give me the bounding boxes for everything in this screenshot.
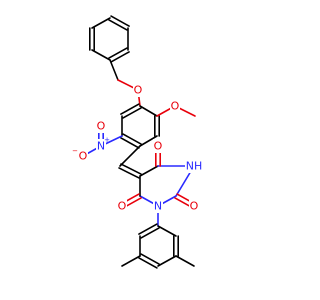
double-bond-vinyl-p5-b [120, 163, 142, 175]
double-bond-d1-d2-a [138, 223, 158, 235]
o-benzyloxy-label-bg [133, 83, 143, 97]
o-carbonyl-top-label-bg [153, 139, 163, 153]
o-nitro-top-label: O [97, 120, 106, 133]
o-carbonyl-left-label-bg [117, 199, 127, 213]
o-nitro-left-label-bg [78, 149, 88, 163]
o-benzyloxy-label: O [134, 84, 143, 97]
double-bond-d1-d2-b [140, 227, 160, 239]
double-bond-r4-r5-a [122, 133, 142, 145]
o-nitro-left-label: O [79, 150, 88, 163]
o-methoxy-label-bg [170, 99, 180, 113]
double-bond-vinyl-p5-a [118, 167, 140, 179]
double-bond-r4-r5-b [120, 137, 140, 149]
single-bond-r4-vinyl [119, 145, 141, 167]
o-nitro-top-label-bg [96, 119, 106, 133]
single-bond-d3-m3 [121, 255, 141, 267]
n-nitro-label-bg [96, 139, 106, 153]
double-bond-b1-b2-a [108, 19, 128, 31]
o-carbonyl-top-label: O [154, 140, 163, 153]
double-bond-b3-b4-a [108, 47, 128, 59]
o-methoxy-label: O [171, 100, 180, 113]
nh-ring-label: NH [186, 160, 203, 173]
o-carbonyl-right-label: O [190, 200, 199, 213]
double-bond-d3-d4-b [140, 253, 160, 265]
double-bond-r6-r1-b [120, 103, 140, 115]
single-bond-p5-p4 [139, 165, 159, 177]
single-bond-d4-d5 [157, 255, 177, 267]
double-bond-d3-d4-a [138, 257, 158, 269]
o-carbonyl-left-label: O [118, 200, 127, 213]
double-bond-r6-r1-a [122, 107, 142, 119]
single-bond-r1-r2 [139, 105, 158, 117]
nh-ring-label-bg [185, 159, 203, 173]
o-carbonyl-right-label-bg [189, 199, 199, 213]
double-bond-b3-b4-b [110, 51, 130, 63]
n-ring-label-bg [153, 199, 163, 213]
n-ring-label: N [154, 200, 162, 213]
single-bond-d6-d1 [157, 225, 177, 237]
n-nitro-label: N [97, 140, 105, 153]
single-bond-b4-ch2 [109, 59, 119, 81]
o-nitro-left-charge: − [72, 147, 78, 155]
single-bond-d5-m5 [175, 255, 195, 267]
double-bond-b1-b2-b [110, 15, 130, 27]
single-bond-b6-b1 [91, 17, 111, 29]
n-nitro-charge: + [104, 136, 110, 144]
single-bond-r3-r4 [139, 135, 158, 147]
single-bond-b4-b5 [91, 49, 111, 61]
